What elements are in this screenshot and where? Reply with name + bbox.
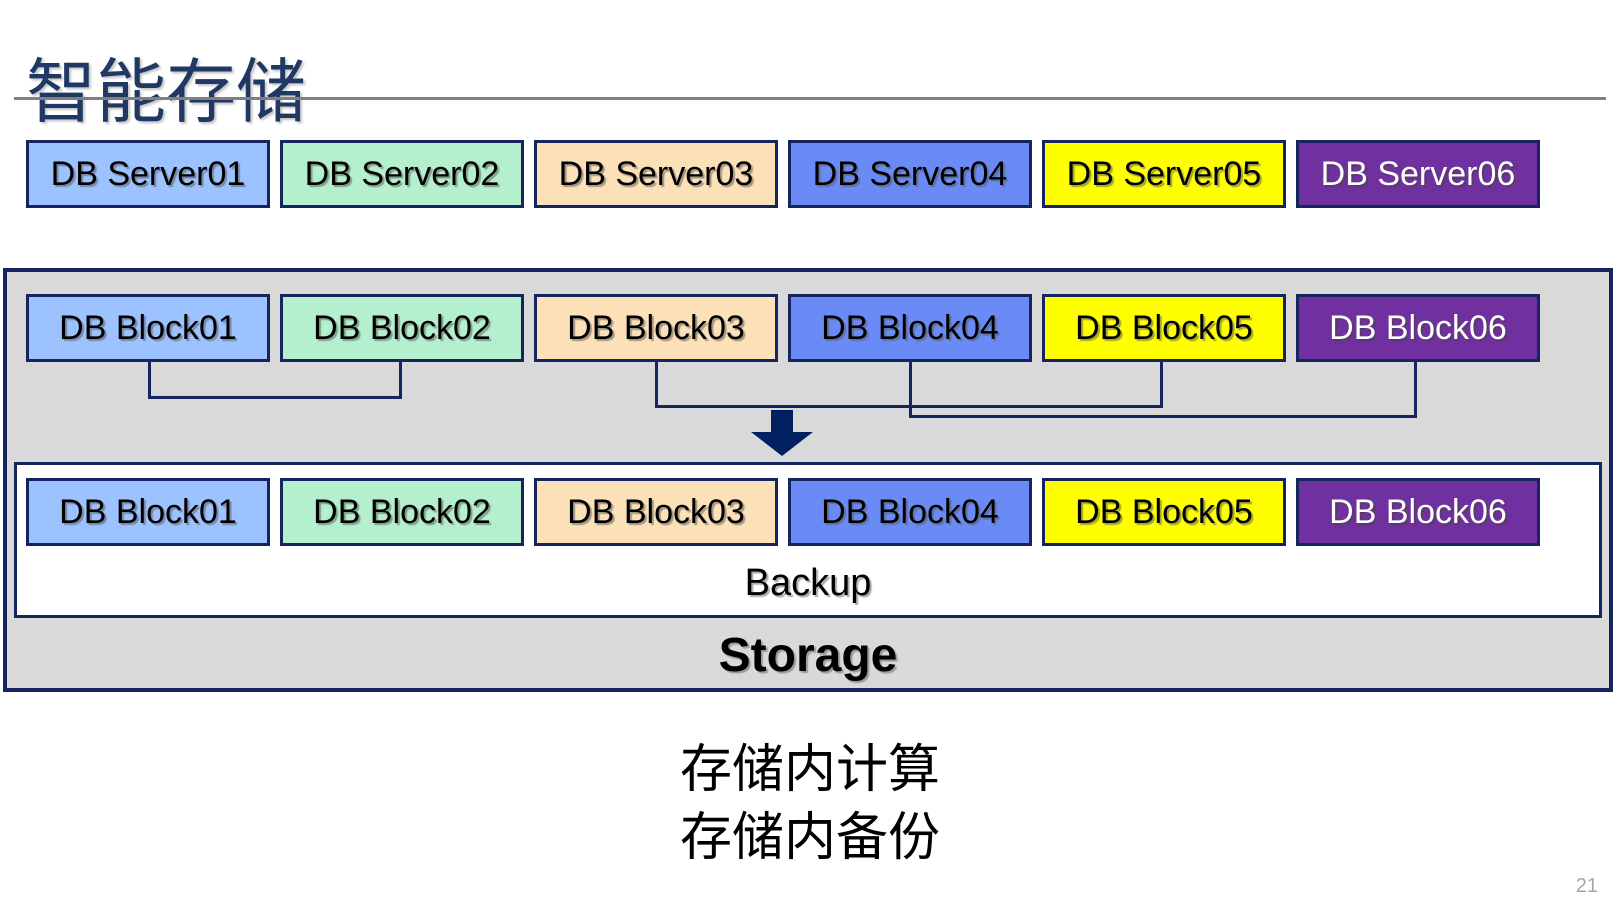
db-block-box-6[interactable]: DB Block06 [1296, 294, 1540, 362]
db-block-box-2[interactable]: DB Block02 [280, 294, 524, 362]
db-server-box-4[interactable]: DB Server04 [788, 140, 1032, 208]
storage-label: Storage [718, 629, 898, 682]
db-backup-block-box-2[interactable]: DB Block02 [280, 478, 524, 546]
db-block-box-5[interactable]: DB Block05 [1042, 294, 1286, 362]
bracket-connector-1 [148, 362, 402, 399]
db-server-box-5[interactable]: DB Server05 [1042, 140, 1286, 208]
db-backup-block-box-4[interactable]: DB Block04 [788, 478, 1032, 546]
db-block-box-1[interactable]: DB Block01 [26, 294, 270, 362]
caption-block: 存储内计算存储内备份 [0, 736, 1620, 872]
db-server-box-6[interactable]: DB Server06 [1296, 140, 1540, 208]
db-block-box-3[interactable]: DB Block03 [534, 294, 778, 362]
caption-line-2: 存储内备份 [679, 808, 940, 868]
page-title: 智能存储 [26, 52, 306, 131]
db-backup-block-box-6[interactable]: DB Block06 [1296, 478, 1540, 546]
db-server-box-3[interactable]: DB Server03 [534, 140, 778, 208]
db-backup-block-box-5[interactable]: DB Block05 [1042, 478, 1286, 546]
down-arrow-icon [751, 410, 813, 456]
db-block-box-4[interactable]: DB Block04 [788, 294, 1032, 362]
page-number: 21 [1575, 875, 1598, 897]
title-divider [14, 97, 1606, 100]
caption-line-1: 存储内计算 [679, 740, 940, 800]
bracket-connector-3 [909, 362, 1417, 418]
db-backup-block-box-1[interactable]: DB Block01 [26, 478, 270, 546]
db-backup-block-box-3[interactable]: DB Block03 [534, 478, 778, 546]
backup-label: Backup [744, 562, 872, 604]
db-server-box-2[interactable]: DB Server02 [280, 140, 524, 208]
db-server-box-1[interactable]: DB Server01 [26, 140, 270, 208]
